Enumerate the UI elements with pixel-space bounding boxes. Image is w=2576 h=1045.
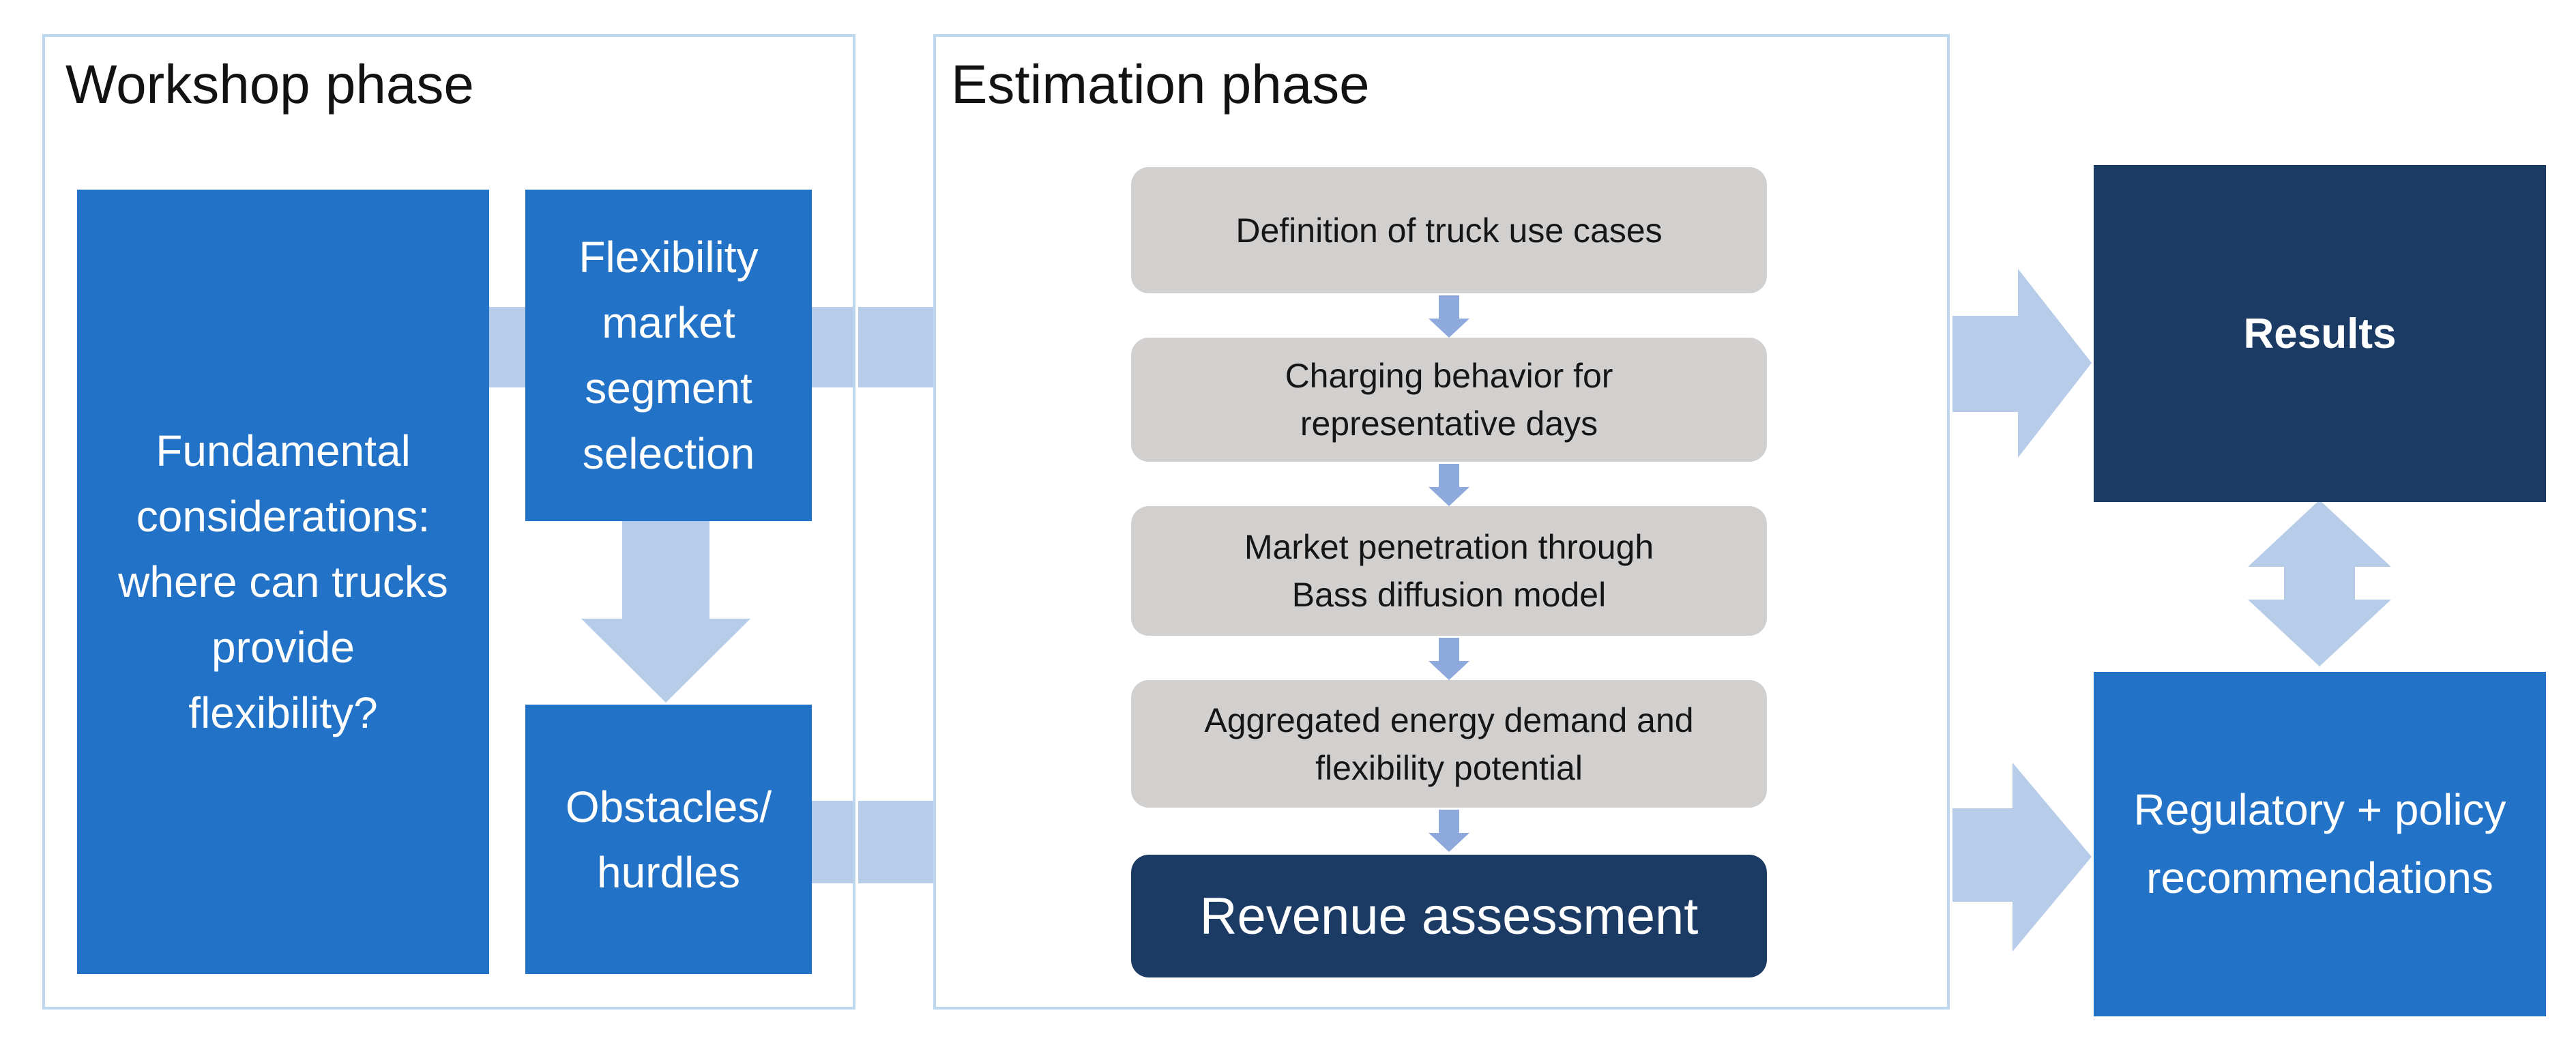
box-text-line: market <box>602 298 735 347</box>
box-text-line: Market penetration through <box>1244 528 1654 566</box>
obstacles-hurdles-box: Obstacles/ hurdles <box>525 705 812 974</box>
box-text-line: segment <box>585 364 752 413</box>
flexibility-market-segment-box: Flexibility market segment selection <box>525 190 812 521</box>
fundamental-considerations-box: Fundamental considerations: where can tr… <box>77 190 489 974</box>
box-text-line: Bass diffusion model <box>1291 576 1607 614</box>
revenue-assessment-box: Revenue assessment <box>1131 855 1767 977</box>
workshop-to-estimation-band-top-segment <box>858 307 933 387</box>
box-text-line: Charging behavior for <box>1285 357 1613 395</box>
box-text-line: Flexibility <box>579 233 759 282</box>
workshop-to-estimation-band-bottom <box>812 801 853 883</box>
box-text-line: selection <box>582 429 755 478</box>
step-definition-box: Definition of truck use cases <box>1131 167 1767 293</box>
box-text-line: representative days <box>1300 404 1598 443</box>
box-text-line: Regulatory + policy <box>2133 785 2506 835</box>
regulatory-recommendations-box: Regulatory + policy recommendations <box>2094 672 2546 1016</box>
box-text-line: Definition of truck use cases <box>1235 211 1663 250</box>
estimation-to-regulatory-arrow-icon <box>1952 763 2092 952</box>
estimation-phase-title: Estimation phase <box>951 54 1370 115</box>
box-text-line: Revenue assessment <box>1199 887 1699 945</box>
box-text-line: provide <box>211 623 355 672</box>
step-aggregated-demand-box: Aggregated energy demand and flexibility… <box>1131 680 1767 808</box>
results-regulatory-double-arrow-icon <box>2248 500 2391 666</box>
box-text-line: considerations: <box>136 492 430 541</box>
box-text-line: Aggregated energy demand and <box>1204 701 1694 739</box>
box-text-line: Fundamental <box>156 426 411 475</box>
box-text-line: Obstacles/ <box>565 782 772 831</box>
results-box: Results <box>2094 165 2546 502</box>
estimation-to-results-arrow-icon <box>1952 269 2092 458</box>
box-text-line: where can trucks <box>118 557 448 606</box>
box-text-line: recommendations <box>2146 853 2493 902</box>
step-market-penetration-box: Market penetration through Bass diffusio… <box>1131 506 1767 636</box>
workshop-phase-title: Workshop phase <box>65 54 474 115</box>
box-text-line: flexibility? <box>188 688 378 737</box>
box-text-line: hurdles <box>597 847 740 897</box>
box-text-line: Results <box>2243 310 2397 357</box>
box-text-line: flexibility potential <box>1315 748 1583 787</box>
step-charging-behavior-box: Charging behavior for representative day… <box>1131 338 1767 462</box>
workshop-to-estimation-band-bottom-segment <box>858 801 933 883</box>
